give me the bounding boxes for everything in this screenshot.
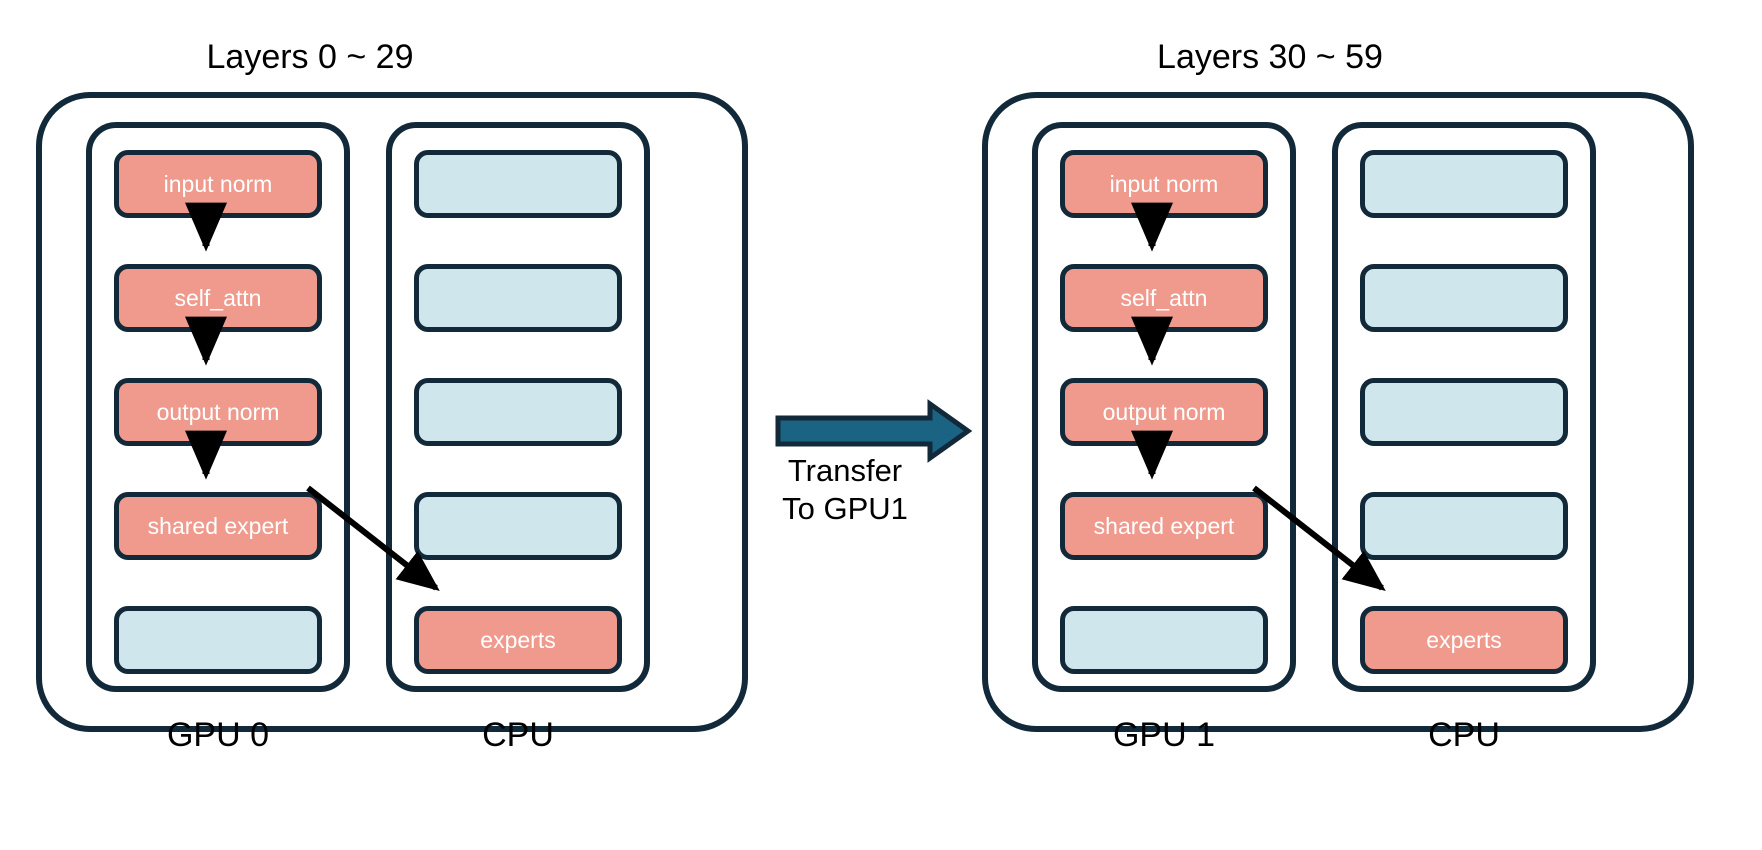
block-experts[interactable]: experts — [414, 606, 622, 674]
cpu-column-left: experts — [386, 122, 650, 692]
block-gpu-empty[interactable] — [1060, 606, 1268, 674]
block-shared-expert[interactable]: shared expert — [114, 492, 322, 560]
block-cpu-empty-3[interactable] — [414, 378, 622, 446]
block-self-attn[interactable]: self_attn — [1060, 264, 1268, 332]
gpu-label-left: GPU 0 — [166, 716, 270, 754]
panel-title-right: Layers 30 ~ 59 — [1157, 38, 1383, 76]
block-input-norm[interactable]: input norm — [114, 150, 322, 218]
block-gpu-empty[interactable] — [114, 606, 322, 674]
transfer-label-line1: Transfer — [787, 453, 903, 488]
block-output-norm[interactable]: output norm — [114, 378, 322, 446]
device-group-left: input norm self_attn output norm shared … — [36, 92, 748, 754]
block-cpu-empty-4[interactable] — [414, 492, 622, 560]
block-cpu-empty-2[interactable] — [414, 264, 622, 332]
block-self-attn[interactable]: self_attn — [114, 264, 322, 332]
block-cpu-empty-1[interactable] — [414, 150, 622, 218]
block-input-norm[interactable]: input norm — [1060, 150, 1268, 218]
block-shared-expert[interactable]: shared expert — [1060, 492, 1268, 560]
block-output-norm[interactable]: output norm — [1060, 378, 1268, 446]
cpu-label-right: CPU — [1428, 716, 1500, 754]
transfer-arrow — [775, 399, 973, 463]
gpu-column-right: input norm self_attn output norm shared … — [1032, 122, 1296, 692]
cpu-label-left: CPU — [482, 716, 554, 754]
transfer-label: Transfer To GPU1 — [770, 452, 920, 528]
panel-title-left: Layers 0 ~ 29 — [206, 38, 414, 76]
gpu-column-left: input norm self_attn output norm shared … — [86, 122, 350, 692]
block-cpu-empty-4[interactable] — [1360, 492, 1568, 560]
block-cpu-empty-1[interactable] — [1360, 150, 1568, 218]
device-group-right: input norm self_attn output norm shared … — [982, 92, 1694, 754]
gpu-label-right: GPU 1 — [1112, 716, 1216, 754]
block-cpu-empty-3[interactable] — [1360, 378, 1568, 446]
block-cpu-empty-2[interactable] — [1360, 264, 1568, 332]
block-experts[interactable]: experts — [1360, 606, 1568, 674]
cpu-column-right: experts — [1332, 122, 1596, 692]
transfer-label-line2: To GPU1 — [782, 490, 908, 526]
